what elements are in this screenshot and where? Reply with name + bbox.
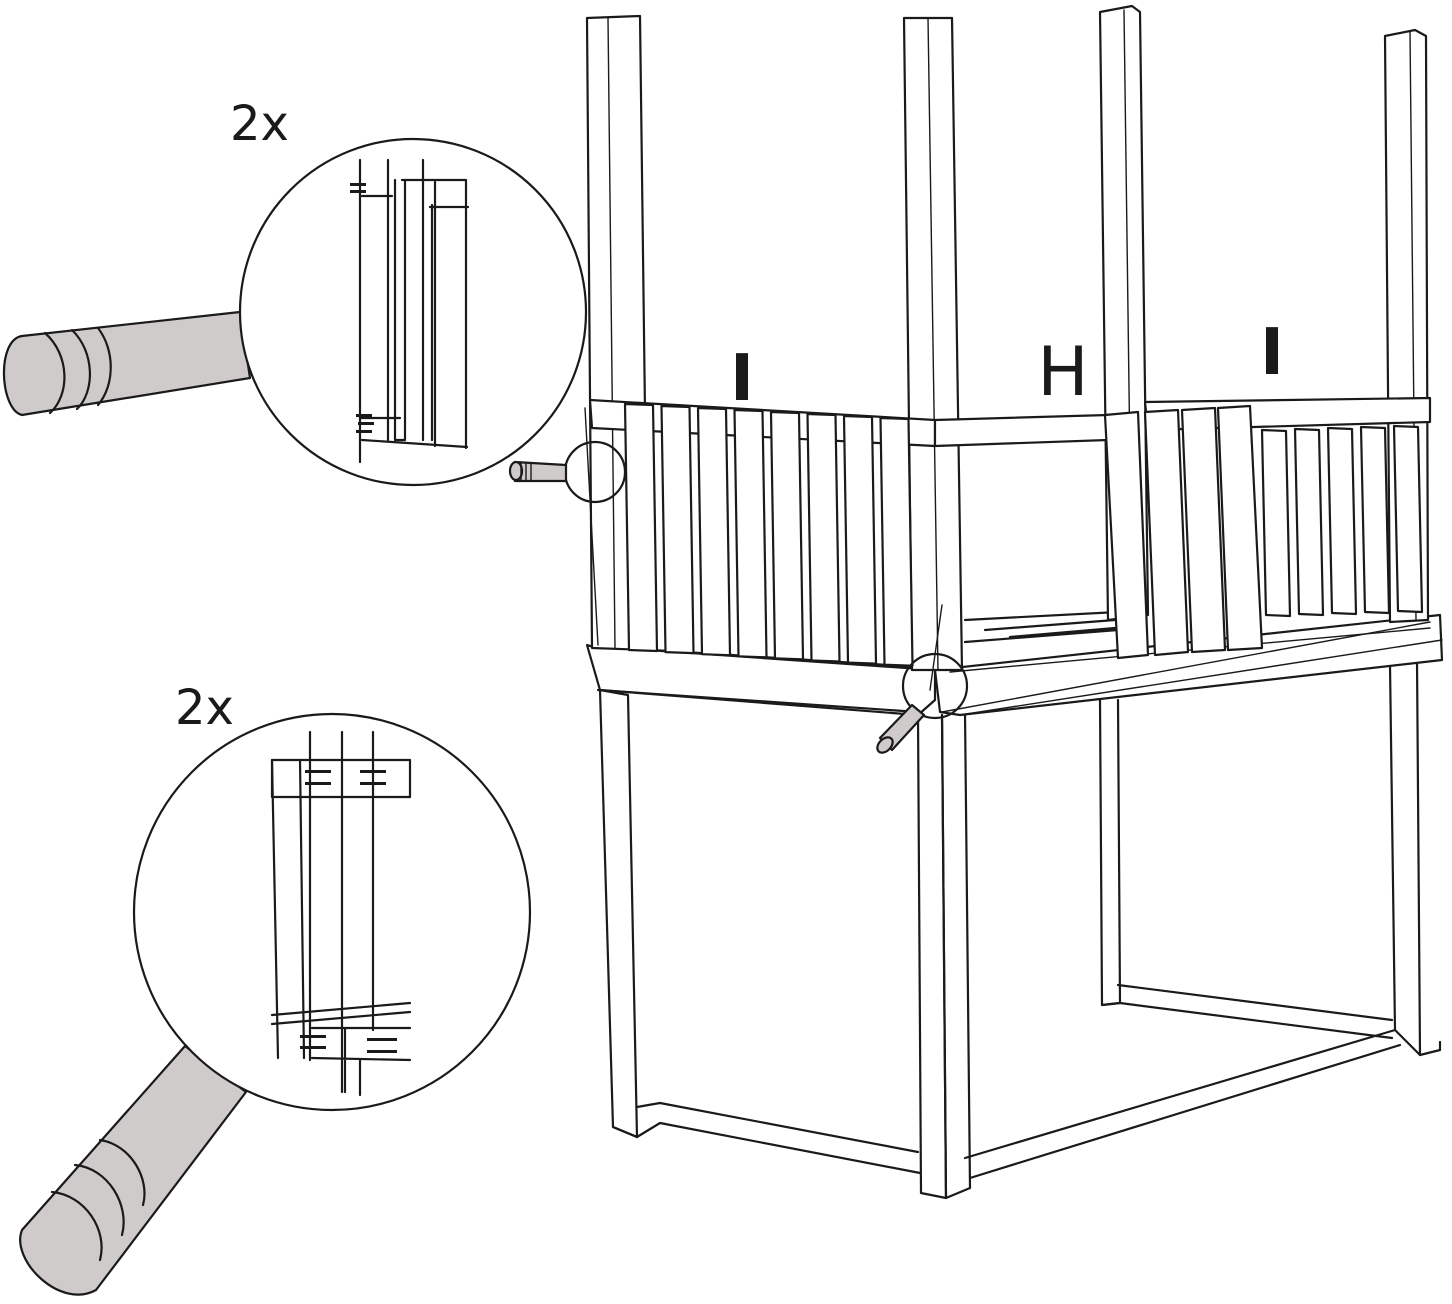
right-panel-slat-1 (1260, 428, 1292, 618)
perspective-guides (584, 407, 1443, 716)
top-magnifier-handle (2, 310, 252, 417)
front-panel-slat-8 (879, 416, 914, 667)
bottom-detail-joint (270, 730, 412, 1097)
top-detail-joint (350, 158, 470, 464)
front-panel-slat-5 (769, 410, 805, 661)
side-rail-board-2 (1143, 408, 1190, 657)
right-top-rail (933, 413, 1110, 448)
side-rail-board-4 (1216, 404, 1264, 652)
right-base-rail (963, 1028, 1442, 1180)
floor-band-right (933, 613, 1444, 717)
front-panel-slat-3 (696, 406, 732, 657)
back-right-lower-post (1098, 698, 1122, 1007)
part-label-right-panel: I (1260, 316, 1284, 390)
bottom-detail-quantity: 2x (175, 680, 234, 736)
upper-bolt-head (508, 460, 524, 482)
part-label-front-panel: I (730, 342, 754, 416)
front-panel-slat-7 (842, 414, 878, 665)
part-label-side-rail: H (1037, 333, 1088, 412)
front-center-lower-post-edge (940, 710, 972, 1200)
right-panel-slat-3 (1326, 426, 1358, 616)
bottom-detail-magnifier: 2x (19, 680, 532, 1296)
right-panel-slat-2 (1293, 427, 1325, 617)
lower-bolt-head (876, 736, 894, 754)
center-upper-post-edge (927, 17, 939, 671)
left-upper-post-edge (607, 17, 616, 649)
top-magnifier-lens (238, 137, 588, 487)
play-tower-frame (584, 4, 1444, 1200)
front-panel-slat-4 (733, 408, 768, 659)
right-lower-post (1388, 658, 1422, 1057)
top-detail-quantity: 2x (230, 96, 289, 152)
top-handle-grip-lines (43, 326, 112, 415)
front-base-rail (635, 1101, 922, 1175)
upper-bolt-threads (520, 462, 532, 481)
side-rail-board-1 (1103, 410, 1150, 660)
front-base-rail-end (611, 1125, 639, 1139)
right-panel-slat-5 (1392, 424, 1424, 614)
floor-band-front-bottom (596, 688, 920, 714)
bottom-handle-grip-lines (50, 1138, 146, 1262)
side-rail-board-3 (1180, 406, 1227, 654)
top-detail-magnifier: 2x (2, 96, 588, 487)
right-slat-panel (1260, 424, 1424, 618)
floor-deck-back (963, 610, 1120, 644)
bottom-magnifier-lens (132, 712, 532, 1112)
front-panel-slat-2 (660, 404, 695, 655)
right-panel-slat-4 (1359, 425, 1391, 615)
front-panel-slat-6 (806, 412, 841, 663)
front-slat-panel (623, 402, 914, 667)
front-panel-slat-1 (623, 402, 659, 653)
floor-band-right-inner (949, 627, 1431, 673)
front-left-lower-post (598, 688, 639, 1139)
bottom-magnifier-handle (19, 1044, 248, 1296)
back-base-rail (1100, 983, 1394, 1040)
lower-connection-circle (901, 652, 969, 720)
connection-points (508, 440, 969, 754)
